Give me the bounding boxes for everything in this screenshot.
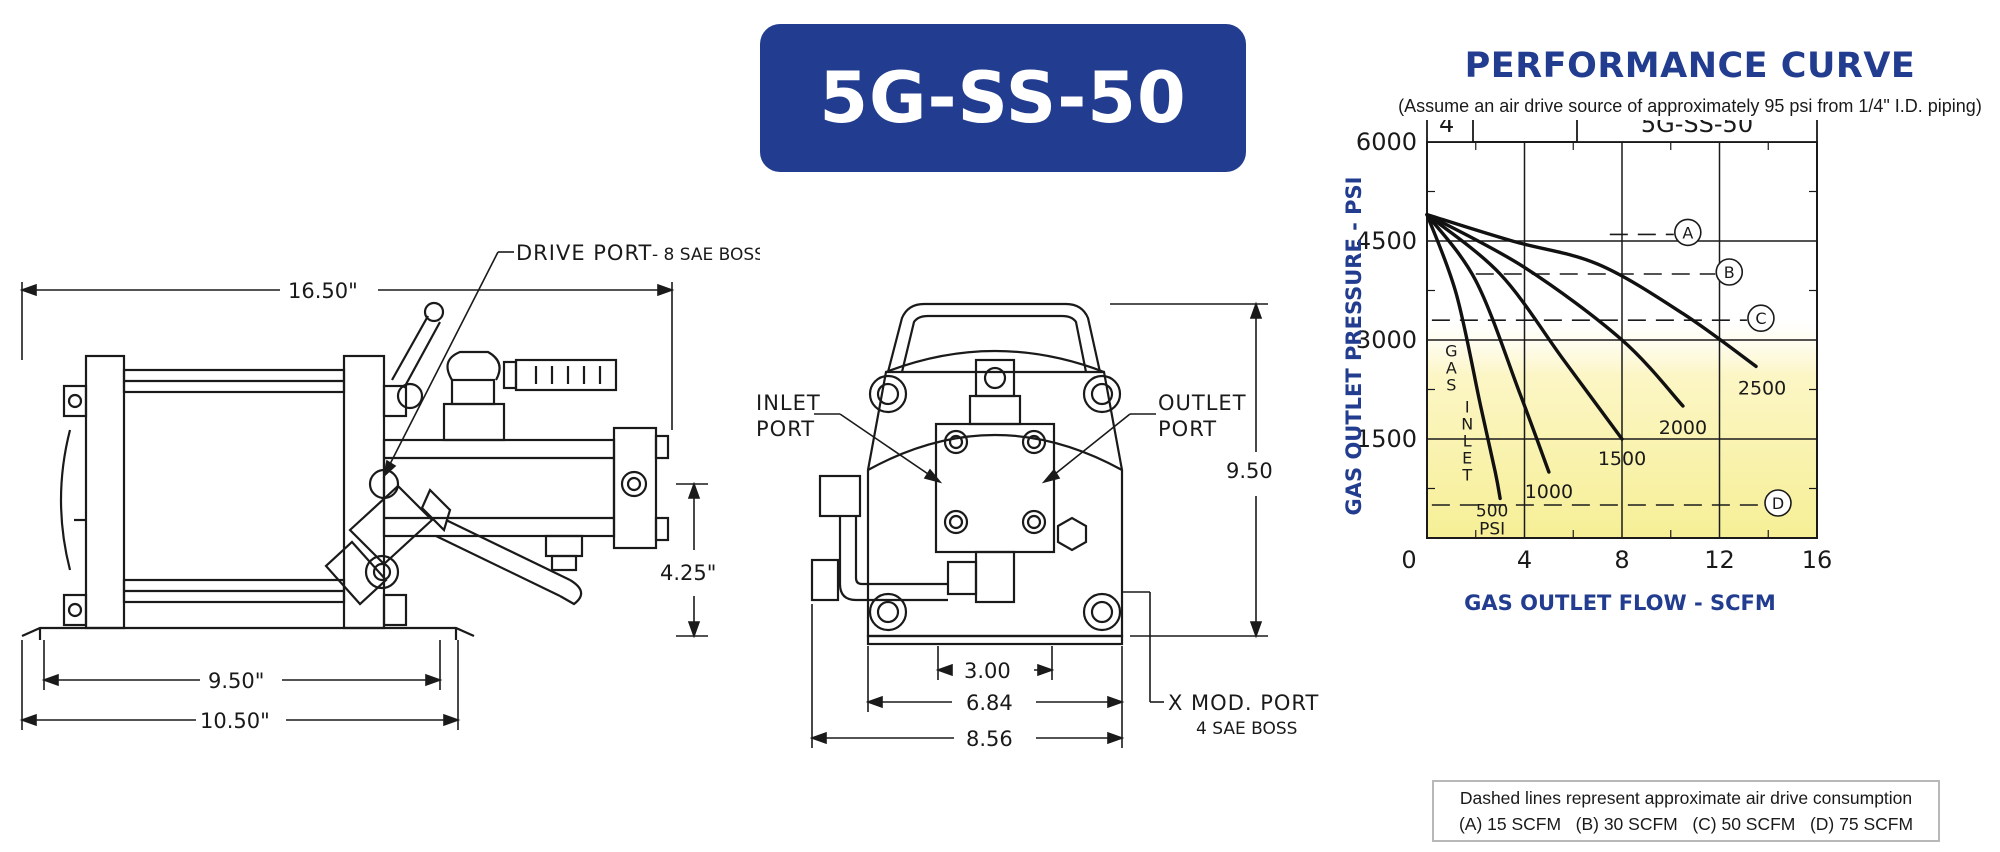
reference-label-A: A — [1682, 223, 1693, 242]
x-tick-label: 0 — [1401, 546, 1416, 574]
y-tick-label: 1500 — [1356, 425, 1417, 453]
series-line-2 — [1425, 212, 1624, 441]
series-line-0 — [1425, 212, 1502, 501]
reference-label-C: C — [1755, 309, 1766, 328]
annotation-letter: T — [1461, 466, 1472, 485]
dim-base-width: 10.50" — [200, 709, 270, 733]
y-axis-title: GAS OUTLET PRESSURE - PSI — [1342, 177, 1366, 516]
corner-label-box — [1426, 120, 1474, 143]
drive-port-spec: - 8 SAE BOSS — [652, 245, 760, 265]
reference-marker-B — [1715, 258, 1744, 286]
note-line-2: (A) 15 SCFM (B) 30 SCFM (C) 50 SCFM (D) … — [1458, 814, 1914, 834]
annotation-letter: I — [1465, 398, 1470, 417]
inlet-port-label-line1: INLET — [756, 391, 821, 415]
reference-label-B: B — [1724, 263, 1735, 282]
dim-front-height: 9.50 — [1226, 459, 1273, 483]
mod-port-spec: 4 SAE BOSS — [1196, 719, 1297, 739]
reference-marker-A — [1674, 218, 1702, 247]
reference-marker-C — [1747, 304, 1775, 332]
series-label-2: 1500 — [1598, 448, 1646, 470]
dim-overall-width: 8.56 — [966, 727, 1013, 751]
series-line-3 — [1425, 212, 1685, 408]
dim-overall-length: 16.50" — [288, 279, 358, 303]
dim-mount-width: 9.50" — [208, 669, 264, 693]
side-view-drawing: DRIVE PORT - 8 SAE BOSS 16.50" 4.25" 9.5… — [19, 241, 760, 733]
series-line-1 — [1425, 212, 1551, 474]
outlet-port-label-line1: OUTLET — [1158, 391, 1247, 415]
x-axis-title: GAS OUTLET FLOW - SCFM — [1464, 591, 1776, 615]
air-consumption-note: Dashed lines represent approximate air d… — [1432, 780, 1940, 842]
reference-label-D: D — [1772, 494, 1784, 513]
model-badge: 5G-SS-50 — [760, 24, 1246, 172]
dim-height: 4.25" — [660, 561, 716, 585]
corner-label: 4 — [1439, 120, 1454, 138]
chart-title: 5G-SS-50 — [1641, 120, 1753, 138]
y-tick-label: 4500 — [1356, 227, 1417, 255]
series-label-1: 1000 — [1525, 481, 1573, 503]
annotation-letter: G — [1445, 342, 1457, 361]
series-line-4 — [1425, 212, 1758, 369]
x-tick-label: 16 — [1802, 546, 1833, 574]
x-tick-label: 12 — [1704, 546, 1735, 574]
series-label-4: 2500 — [1738, 377, 1786, 399]
series-label-3: 2000 — [1659, 417, 1707, 439]
y-tick-label: 3000 — [1356, 326, 1417, 354]
chart-title-box — [1576, 120, 1818, 143]
annotation-letter: L — [1463, 432, 1472, 451]
dim-body-width: 6.84 — [966, 691, 1013, 715]
front-view-drawing: INLET PORT OUTLET PORT 9.50 3.00 6.84 8.… — [756, 301, 1319, 751]
mod-port-label: X MOD. PORT — [1168, 691, 1319, 715]
performance-subtitle: (Assume an air drive source of approxima… — [1398, 96, 1982, 116]
reference-marker-D — [1764, 489, 1792, 517]
annotation-letter: E — [1462, 449, 1472, 468]
y-tick-label: 6000 — [1356, 128, 1417, 156]
note-line-1: Dashed lines represent approximate air d… — [1459, 788, 1913, 808]
x-tick-label: 8 — [1614, 546, 1629, 574]
model-name: 5G-SS-50 — [819, 57, 1187, 139]
annotation-letter: A — [1446, 359, 1457, 378]
annotation-letter: N — [1461, 415, 1473, 434]
x-tick-label: 4 — [1517, 546, 1532, 574]
series-label-0-unit: PSI — [1479, 519, 1505, 539]
drive-port-label: DRIVE PORT — [516, 241, 652, 265]
outlet-port-label-line2: PORT — [1158, 417, 1217, 441]
annotation-letter: S — [1446, 376, 1456, 395]
dim-port-spacing: 3.00 — [964, 659, 1011, 683]
performance-title: PERFORMANCE CURVE — [1464, 46, 1916, 86]
inlet-port-label-line2: PORT — [756, 417, 815, 441]
series-label-0: 500 — [1476, 501, 1508, 521]
